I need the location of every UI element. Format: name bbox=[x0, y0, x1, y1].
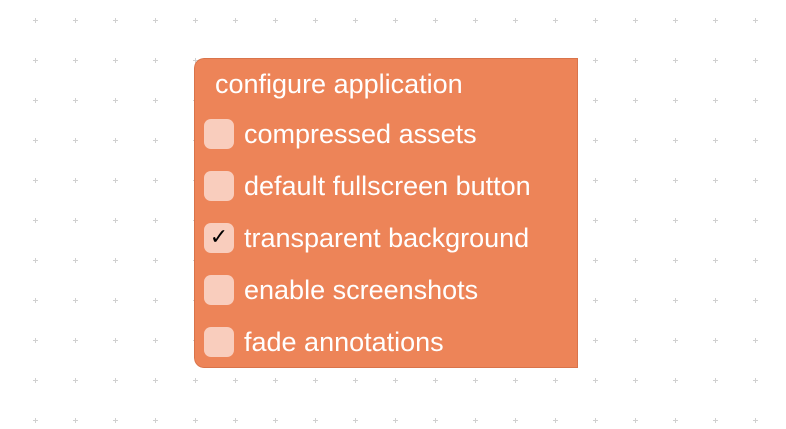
option-label: default fullscreen button bbox=[244, 171, 531, 201]
option-transparent-background[interactable]: ✓ transparent background bbox=[204, 222, 564, 254]
configure-application-block[interactable]: configure application compressed assets … bbox=[194, 58, 578, 368]
option-default-fullscreen-button[interactable]: default fullscreen button bbox=[204, 170, 564, 202]
block-title: configure application bbox=[215, 69, 463, 99]
option-label: fade annotations bbox=[244, 327, 444, 357]
checkbox-default-fullscreen-button[interactable] bbox=[204, 171, 234, 201]
checkbox-enable-screenshots[interactable] bbox=[204, 275, 234, 305]
checkbox-transparent-background[interactable]: ✓ bbox=[204, 223, 234, 253]
option-fade-annotations[interactable]: fade annotations bbox=[204, 326, 564, 358]
checkbox-fade-annotations[interactable] bbox=[204, 327, 234, 357]
checkbox-compressed-assets[interactable] bbox=[204, 119, 234, 149]
option-compressed-assets[interactable]: compressed assets bbox=[204, 118, 564, 150]
option-enable-screenshots[interactable]: enable screenshots bbox=[204, 274, 564, 306]
check-icon: ✓ bbox=[209, 225, 229, 250]
option-label: transparent background bbox=[244, 223, 530, 253]
block-body bbox=[194, 58, 578, 368]
option-label: enable screenshots bbox=[244, 275, 479, 305]
option-label: compressed assets bbox=[244, 119, 477, 149]
